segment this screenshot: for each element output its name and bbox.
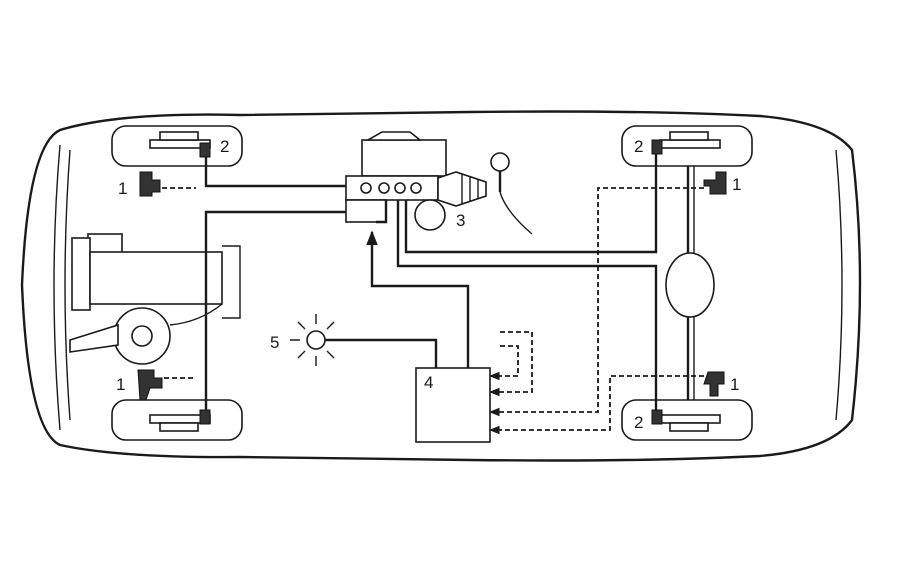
rear-axle — [665, 166, 715, 400]
hydraulic-lines — [204, 154, 658, 410]
sensor-signal-lines — [162, 187, 704, 435]
engine-block — [69, 233, 241, 365]
sensor-rear-right-icon — [703, 371, 725, 397]
sensor-rear-left-icon — [137, 369, 163, 401]
label-ring-front-right: 2 — [634, 137, 643, 156]
label-ring-rear-right: 2 — [634, 413, 643, 432]
wheel-front-left — [111, 125, 243, 167]
label-control-unit: 4 — [424, 373, 433, 392]
label-sensor-rear-left: 1 — [116, 375, 125, 394]
label-sensor-front-left: 1 — [118, 179, 127, 198]
sensor-front-left-icon — [139, 171, 161, 197]
label-sensor-front-right: 1 — [732, 175, 741, 194]
label-ring-front-left: 2 — [220, 137, 229, 156]
wheel-front-right — [621, 125, 753, 167]
sensor-front-right-icon — [703, 171, 727, 195]
label-hydraulic-unit: 3 — [456, 211, 465, 230]
electrical-lines — [325, 230, 470, 368]
car-body-outline — [20, 110, 862, 462]
label-warning-lamp: 5 — [270, 333, 279, 352]
hydraulic-unit-assembly — [345, 131, 533, 235]
label-sensor-rear-right: 1 — [730, 375, 739, 394]
control-unit-box — [415, 367, 491, 443]
wheel-rear-left — [111, 399, 243, 441]
wheel-rear-right — [621, 399, 753, 441]
